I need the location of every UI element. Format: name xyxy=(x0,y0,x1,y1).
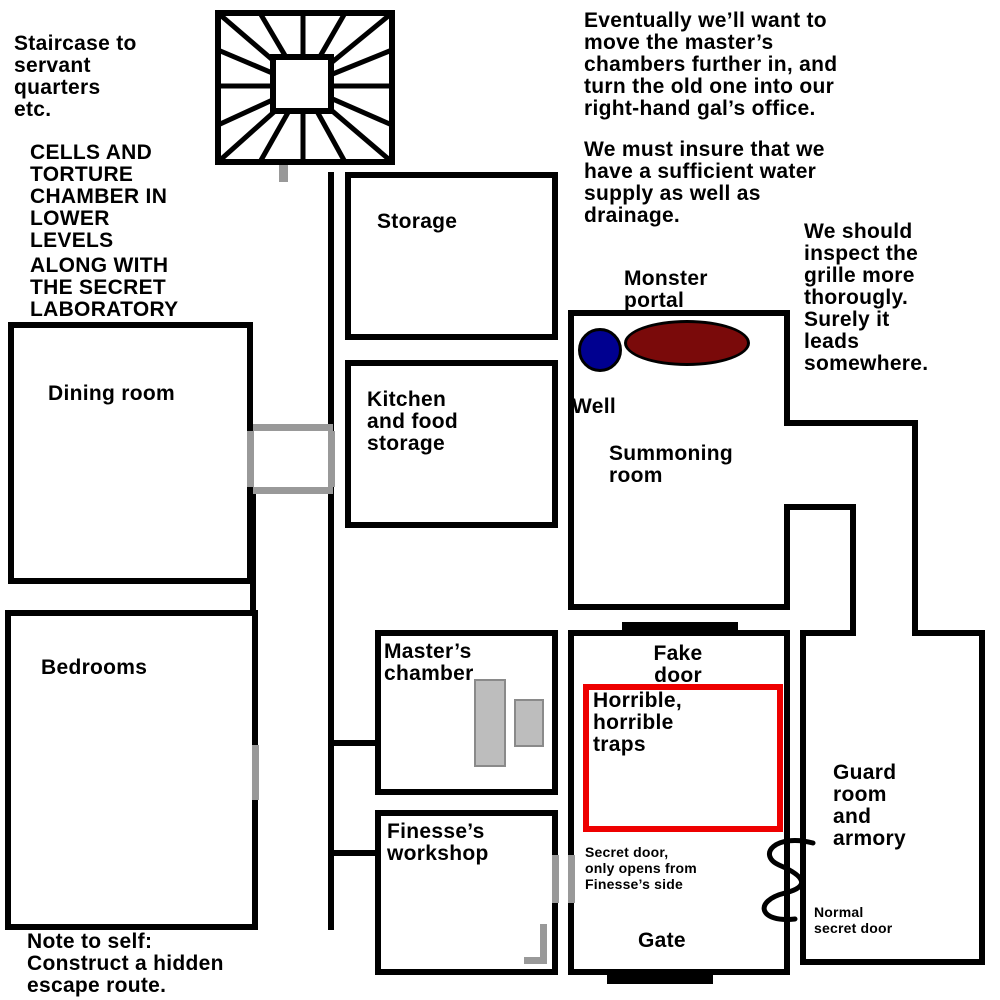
staircase-graphic xyxy=(215,10,395,165)
label-well: Well xyxy=(572,395,616,418)
label-guard-room: Guard room and armory xyxy=(833,761,907,851)
door-swing-mark-vertical xyxy=(540,924,547,964)
furniture-large xyxy=(474,679,506,767)
wall-east-corridor-right xyxy=(912,420,918,636)
wall-corridor-main xyxy=(328,172,334,930)
note-secret-door: Secret door, only opens from Finesse’s s… xyxy=(585,844,697,892)
note-water: We must insure that we have a sufficient… xyxy=(584,138,825,228)
doorway-hall-top xyxy=(253,424,333,431)
label-gate: Gate xyxy=(638,929,686,952)
note-grille: We should inspect the grille more thorou… xyxy=(804,220,929,376)
secret-door-squiggle xyxy=(761,837,816,922)
label-summoning: Summoning room xyxy=(609,442,734,488)
doorway-hall-bottom xyxy=(253,487,333,494)
wall-east-corridor-top xyxy=(788,420,918,426)
doorway-finesse-secret-east xyxy=(568,855,575,903)
opening-guard-north xyxy=(856,629,912,637)
label-fake-door: Fake door xyxy=(653,642,703,688)
note-staircase: Staircase to servant quarters etc. xyxy=(14,32,137,122)
label-dining: Dining room xyxy=(48,382,175,405)
fake-door-marker xyxy=(622,622,738,633)
doorway-dining xyxy=(247,431,254,487)
note-laboratory: ALONG WITH THE SECRET LABORATORY xyxy=(30,254,179,322)
well-shape xyxy=(578,328,622,372)
wall-east-corridor-bottom xyxy=(788,504,856,510)
wall-east-corridor-left xyxy=(850,504,856,636)
note-cells: CELLS AND TORTURE CHAMBER IN LOWER LEVEL… xyxy=(30,141,168,253)
room-dining xyxy=(8,322,253,584)
room-finesse-workshop xyxy=(375,810,558,975)
label-monster-portal: Monster portal xyxy=(624,267,708,313)
room-kitchen xyxy=(345,360,558,528)
label-kitchen: Kitchen and food storage xyxy=(367,388,459,456)
door-swing-mark-foot xyxy=(524,957,547,964)
doorway-bedrooms xyxy=(252,745,259,800)
label-traps: Horrible, horrible traps xyxy=(593,689,683,757)
room-guard xyxy=(800,630,985,965)
opening-summoning-east xyxy=(783,426,791,504)
note-escape: Note to self: Construct a hidden escape … xyxy=(27,930,224,998)
doorway-corridor-kitchen xyxy=(328,431,335,487)
label-finesse-workshop: Finesse’s workshop xyxy=(387,820,489,866)
label-storage: Storage xyxy=(377,210,458,233)
wall-finesse-connector xyxy=(334,850,375,856)
note-normal-secret-door: Normal secret door xyxy=(814,904,893,936)
gate-marker xyxy=(607,971,713,984)
label-masters-chamber: Master’s chamber xyxy=(384,640,474,686)
room-bedrooms xyxy=(5,610,258,930)
trap-zone-outline xyxy=(583,684,783,832)
wall-masters-connector xyxy=(334,740,375,746)
room-storage xyxy=(345,172,558,340)
doorway-finesse-secret-west xyxy=(552,855,559,903)
label-bedrooms: Bedrooms xyxy=(41,656,148,679)
furniture-small xyxy=(514,699,544,747)
note-master-plan: Eventually we’ll want to move the master… xyxy=(584,9,838,121)
doorway-staircase xyxy=(279,163,288,182)
wall-corridor-dining xyxy=(250,488,256,614)
monster-portal-shape xyxy=(624,320,750,366)
